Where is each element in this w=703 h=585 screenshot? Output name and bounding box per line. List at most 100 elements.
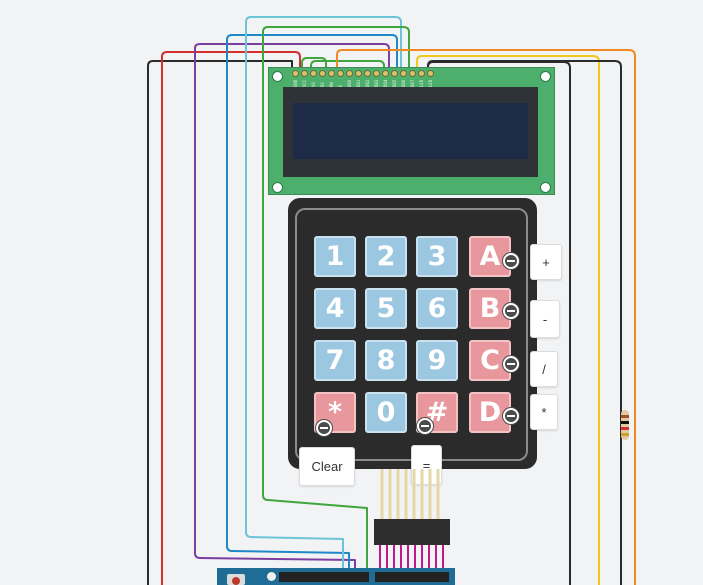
lcd-bezel (283, 87, 538, 177)
lcd-pin-dot[interactable] (346, 70, 353, 77)
keypad-key[interactable]: 5 (365, 288, 407, 329)
wire-black-left (147, 60, 293, 585)
keypad-key[interactable]: 0 (365, 392, 407, 433)
lcd-pin[interactable]: E (336, 70, 345, 87)
keypad-key[interactable]: 8 (365, 340, 407, 381)
annotation-plus-text: + (542, 254, 550, 270)
lcd-pin[interactable]: RS (318, 70, 327, 87)
minus-circle-icon[interactable] (503, 303, 519, 319)
annotation-divide-text: / (542, 361, 546, 377)
annotation-divide[interactable]: / (530, 351, 558, 387)
lcd-pin-dot[interactable] (391, 70, 398, 77)
annotation-minus-text: - (542, 311, 548, 327)
minus-circle-icon[interactable] (417, 418, 433, 434)
lcd-pin[interactable]: DB6 (399, 70, 408, 87)
lcd-pin-label: RW (328, 82, 334, 87)
resistor-icon[interactable] (621, 410, 629, 440)
keypad-key[interactable]: 6 (416, 288, 458, 329)
keypad-key[interactable]: 9 (416, 340, 458, 381)
wire-green (262, 26, 410, 568)
digital-header[interactable] (279, 572, 369, 582)
lcd-pin-dot[interactable] (382, 70, 389, 77)
lcd-pin[interactable]: GND (291, 70, 300, 87)
wire-red (161, 51, 301, 585)
lcd-pin[interactable]: DB1 (354, 70, 363, 87)
lcd-pin-dot[interactable] (364, 70, 371, 77)
keypad-key[interactable]: D (469, 392, 511, 433)
mounting-hole (540, 182, 551, 193)
lcd-pin-label: GND (292, 79, 298, 87)
annotation-equals-text: = (422, 457, 431, 473)
lcd-pin[interactable]: VCC (300, 70, 309, 87)
lcd-pin-label: DB1 (355, 79, 361, 87)
lcd-pin-label: DB5 (391, 79, 397, 87)
lcd-pin-label: E (337, 84, 343, 87)
lcd-pin[interactable]: RW (327, 70, 336, 87)
lcd-pin-dot[interactable] (373, 70, 380, 77)
lcd-pin[interactable]: DB0 (345, 70, 354, 87)
lcd-pin[interactable]: LED (417, 70, 426, 87)
keypad-key[interactable]: 3 (416, 236, 458, 277)
minus-circle-icon[interactable] (503, 253, 519, 269)
lcd-pin[interactable]: DB3 (372, 70, 381, 87)
annotation-multiply[interactable]: * (530, 394, 558, 430)
minus-circle-icon[interactable] (503, 356, 519, 372)
lcd-pin-dot[interactable] (292, 70, 299, 77)
lcd-pin[interactable]: LED (426, 70, 435, 87)
annotation-plus[interactable]: + (530, 244, 562, 280)
wire-green-short-2 (310, 60, 385, 72)
annotation-clear[interactable]: Clear (299, 447, 355, 486)
lcd-pin-label: V0 (310, 82, 316, 87)
lcd-pin-dot[interactable] (409, 70, 416, 77)
lcd-pin-label: DB2 (364, 79, 370, 87)
keypad-connector[interactable] (374, 519, 450, 545)
lcd-pin-label: VCC (301, 79, 307, 87)
annotation-minus[interactable]: - (530, 300, 560, 338)
keypad-key[interactable]: A (469, 236, 511, 277)
lcd-pin-dot[interactable] (328, 70, 335, 77)
minus-circle-icon[interactable] (316, 420, 332, 436)
wire-cyan (245, 16, 402, 568)
lcd-pin[interactable]: V0 (309, 70, 318, 87)
keypad-key[interactable]: 7 (314, 340, 356, 381)
annotation-clear-text: Clear (311, 459, 343, 474)
lcd-pin-label: DB7 (409, 79, 415, 87)
minus-circle-icon[interactable] (503, 408, 519, 424)
keypad-key[interactable]: 4 (314, 288, 356, 329)
lcd-pin-label: DB3 (373, 79, 379, 87)
lcd-pin-dot[interactable] (337, 70, 344, 77)
lcd-pin-label: RS (319, 82, 325, 87)
lcd-pin-label: DB0 (346, 79, 352, 87)
lcd-pin-dot[interactable] (319, 70, 326, 77)
annotation-multiply-text: * (541, 404, 547, 420)
lcd-pin[interactable]: DB4 (381, 70, 390, 87)
keypad-ribbon-cable (380, 469, 440, 519)
digital-header-2[interactable] (375, 572, 449, 582)
arduino-board[interactable] (217, 568, 455, 585)
mounting-hole (272, 71, 283, 82)
lcd-pin[interactable]: DB2 (363, 70, 372, 87)
mounting-hole (272, 182, 283, 193)
wire-purple (194, 43, 390, 568)
lcd-pin-label: LED (427, 79, 433, 87)
lcd-pin-dot[interactable] (427, 70, 434, 77)
reset-button-icon[interactable] (227, 574, 245, 585)
lcd-pin[interactable]: DB7 (408, 70, 417, 87)
lcd-pin-dot[interactable] (418, 70, 425, 77)
lcd-pin-dot[interactable] (400, 70, 407, 77)
power-led (267, 572, 276, 581)
lcd-pin-dot[interactable] (355, 70, 362, 77)
keypad-key[interactable]: 2 (365, 236, 407, 277)
wire-blue (226, 34, 398, 568)
lcd-pin-dot[interactable] (310, 70, 317, 77)
annotation-equals[interactable]: = (411, 445, 442, 485)
lcd-pin[interactable]: DB5 (390, 70, 399, 87)
wire-yellow (416, 55, 600, 585)
wire-black-right-2 (427, 60, 622, 585)
keypad-key[interactable]: 1 (314, 236, 356, 277)
lcd-pin-dot[interactable] (301, 70, 308, 77)
lcd-pin-label: DB6 (400, 79, 406, 87)
wire-orange (336, 49, 636, 585)
